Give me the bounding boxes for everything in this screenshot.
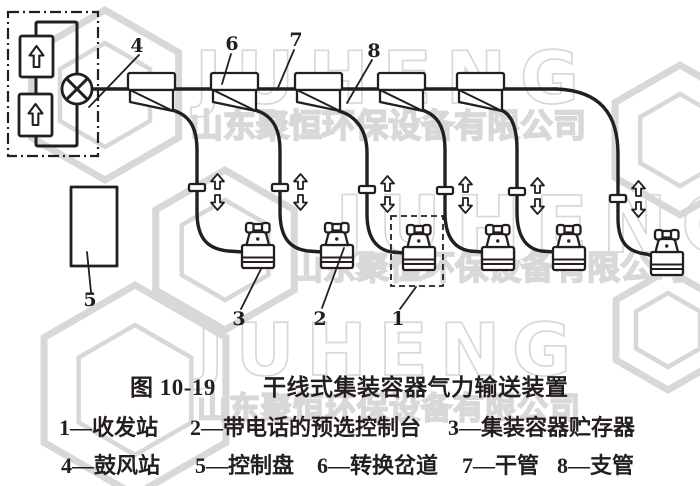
main-pipe-end-branch	[554, 87, 655, 258]
blower-loop-pipe-bottom	[34, 104, 79, 148]
callout-number-2: 2	[313, 308, 326, 330]
blower-loop-pipe-top	[34, 20, 79, 74]
blower-station	[6, 10, 100, 158]
coupling-4	[435, 185, 455, 196]
callout-5-leader	[86, 251, 92, 293]
blower-fan-cross-line	[65, 77, 89, 101]
watermark-layer: JUHENG 山东聚恒环保设备有限公司 JUHENG 山东聚恒环保设备有限公司 …	[27, 5, 700, 486]
branch-pipe-3	[337, 109, 406, 255]
coupling-2	[270, 182, 290, 193]
callout-1-leader	[399, 286, 417, 310]
watermark-company-text: 山东聚恒环保设备有限公司	[197, 391, 581, 427]
callout-4-leader	[88, 54, 140, 108]
callouts: 4 6 7 8 5 3 2 1	[83, 29, 417, 330]
branch-pipe-4	[420, 108, 485, 254]
coupling-3	[357, 184, 377, 195]
callout-8-leader	[346, 59, 373, 104]
station-3-telephone-icon	[401, 223, 437, 272]
station-2-telephone-icon	[319, 221, 355, 270]
legend-item-4: 4—鼓风站	[61, 453, 160, 478]
callout-7-leader	[276, 49, 295, 91]
callout-2-leader	[321, 247, 345, 309]
legend-item-6: 6—转换岔道	[317, 453, 438, 478]
legend-item-2: 2—带电话的预选控制台	[190, 415, 421, 440]
station-1-telephone-icon	[240, 221, 276, 270]
callout-number-6: 6	[225, 33, 238, 55]
callout-number-8: 8	[367, 40, 380, 62]
caption-number: 图 10-19	[130, 375, 216, 400]
watermark-company-text: 山东聚恒环保设备有限公司	[190, 106, 586, 145]
callout-number-3: 3	[232, 308, 245, 330]
branch-pipe-1	[170, 108, 245, 254]
legend-item-7: 7—干管	[462, 453, 539, 478]
control-panel-box	[69, 185, 119, 268]
caption-title: 干线式集装容器气力输送装置	[263, 374, 569, 400]
branch-pipe-5	[499, 108, 556, 254]
callout-number-7: 7	[289, 29, 302, 51]
station-6-telephone-icon	[649, 228, 685, 277]
legend-item-8: 8—支管	[557, 453, 634, 478]
figure-caption: 图 10-19 干线式集装容器气力输送装置	[130, 374, 569, 400]
station-5-telephone-icon	[551, 223, 587, 272]
legend-item-3: 3—集装容器贮存器	[448, 415, 636, 440]
legend-item-5: 5—控制盘	[195, 453, 294, 478]
callout-number-1: 1	[391, 308, 404, 330]
callout-3-leader	[240, 268, 262, 310]
watermark-brand-text: JUHENG	[192, 308, 583, 392]
transceiver-stations	[240, 215, 685, 287]
callout-6-leader	[221, 53, 232, 85]
station-4-telephone-icon	[480, 223, 516, 272]
dashed-highlight-box	[390, 215, 444, 287]
callout-number-4: 4	[130, 35, 143, 57]
legend-item-1: 1—收发站	[59, 415, 158, 440]
watermark-hexagon-logo	[27, 5, 700, 486]
figure-legend: 1—收发站 2—带电话的预选控制台 3—集装容器贮存器 4—鼓风站 5—控制盘 …	[59, 415, 636, 478]
coupling-1	[187, 182, 207, 193]
blower-enclosure-dashdot-box	[6, 10, 100, 158]
callout-number-5: 5	[83, 289, 96, 311]
coupling-6	[608, 193, 628, 204]
branch-pipe-2	[253, 108, 324, 254]
coupling-5	[507, 186, 527, 197]
